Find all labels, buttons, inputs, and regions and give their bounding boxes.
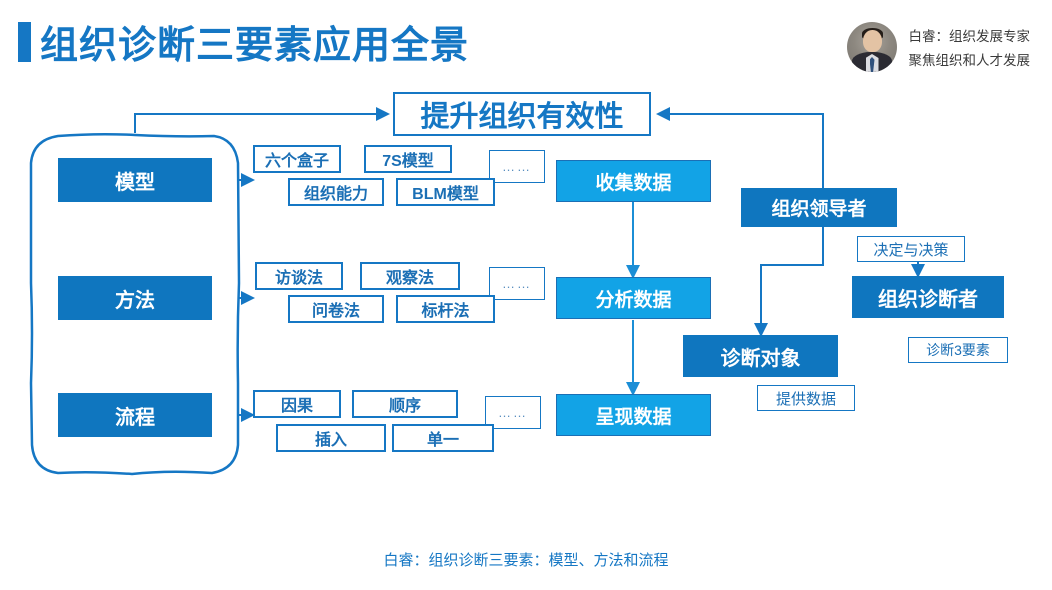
author-block: 白睿：组织发展专家 聚焦组织和人才发展 xyxy=(846,22,1031,72)
footer-caption: 白睿：组织诊断三要素：模型、方法和流程 xyxy=(383,552,669,569)
edge-label-provide-data: 提供数据 xyxy=(757,385,855,411)
ellipsis-label: …… xyxy=(502,276,532,291)
ellipsis-label: …… xyxy=(502,159,532,174)
hero-goal-box[interactable]: 提升组织有效性 xyxy=(393,92,651,136)
flow-box-analyze-data[interactable]: 分析数据 xyxy=(556,277,711,319)
detail-box-model-2[interactable]: 7S模型 xyxy=(364,145,452,173)
detail-box-model-1[interactable]: 六个盒子 xyxy=(253,145,341,173)
author-portrait-avatar xyxy=(846,22,897,72)
detail-box-model-3[interactable]: 组织能力 xyxy=(288,178,384,206)
role-box-organization-diagnostician[interactable]: 组织诊断者 xyxy=(852,276,1004,318)
role-box-organization-leader[interactable]: 组织领导者 xyxy=(741,188,897,227)
detail-box-process-2[interactable]: 顺序 xyxy=(352,390,458,418)
flow-box-present-data[interactable]: 呈现数据 xyxy=(556,394,711,436)
edge-label-decision: 决定与决策 xyxy=(857,236,965,262)
detail-box-method-4[interactable]: 标杆法 xyxy=(396,295,495,323)
detail-box-method-2[interactable]: 观察法 xyxy=(360,262,460,290)
edge-label-three-elements: 诊断3要素 xyxy=(908,337,1008,363)
author-tagline: 聚焦组织和人才发展 xyxy=(908,53,1031,68)
detail-box-process-3[interactable]: 插入 xyxy=(276,424,386,452)
role-box-diagnosis-subject[interactable]: 诊断对象 xyxy=(683,335,838,377)
ellipsis-label: …… xyxy=(498,405,528,420)
page-title: 组织诊断三要素应用全景 xyxy=(40,25,470,67)
pillar-box-model[interactable]: 模型 xyxy=(58,158,212,202)
flow-box-collect-data[interactable]: 收集数据 xyxy=(556,160,711,202)
detail-box-process-more[interactable]: …… xyxy=(485,396,541,429)
detail-box-process-4[interactable]: 单一 xyxy=(392,424,494,452)
detail-box-method-1[interactable]: 访谈法 xyxy=(255,262,343,290)
pillar-box-process[interactable]: 流程 xyxy=(58,393,212,437)
detail-box-model-more[interactable]: …… xyxy=(489,150,545,183)
title-accent-bar xyxy=(18,22,31,62)
detail-box-model-4[interactable]: BLM模型 xyxy=(396,178,495,206)
detail-box-method-more[interactable]: …… xyxy=(489,267,545,300)
author-name-line: 白睿：组织发展专家 xyxy=(908,29,1031,44)
author-text: 白睿：组织发展专家 聚焦组织和人才发展 xyxy=(909,25,1031,69)
pillar-box-method[interactable]: 方法 xyxy=(58,276,212,320)
detail-box-process-1[interactable]: 因果 xyxy=(253,390,341,418)
detail-box-method-3[interactable]: 问卷法 xyxy=(288,295,384,323)
